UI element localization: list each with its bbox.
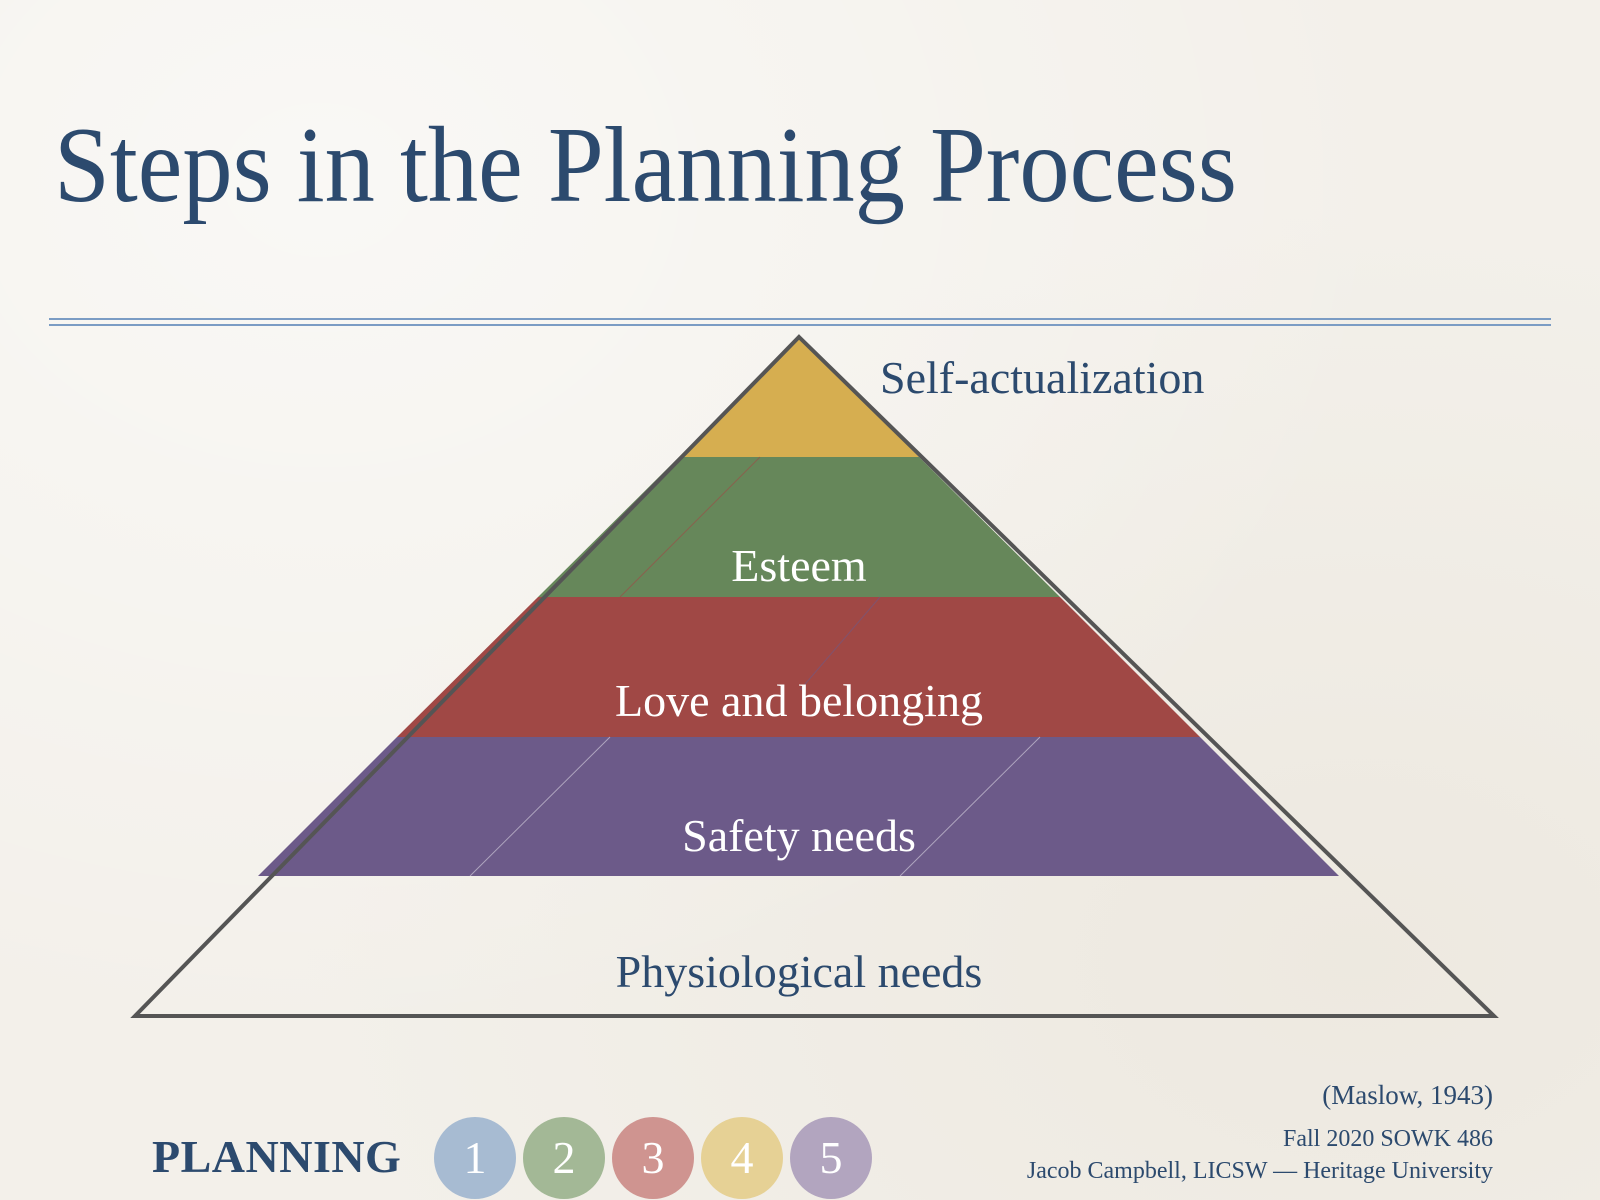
label-self-actualization: Self-actualization: [880, 352, 1205, 403]
step-5-circle[interactable]: 5: [790, 1117, 872, 1199]
step-1-circle[interactable]: 1: [434, 1117, 516, 1199]
label-esteem: Esteem: [731, 540, 867, 591]
pyramid-level-self-actualization: [679, 337, 919, 457]
pyramid-level-love: [397, 597, 1200, 737]
title-divider-top: [49, 318, 1551, 320]
step-2-circle[interactable]: 2: [523, 1117, 605, 1199]
pyramid-level-safety: [258, 737, 1339, 876]
title-divider-bottom: [49, 324, 1551, 326]
label-love-and-belonging: Love and belonging: [615, 675, 983, 726]
slide-title: Steps in the Planning Process: [54, 106, 1237, 225]
pyramid-level-esteem: [538, 457, 1060, 597]
label-physiological-needs: Physiological needs: [615, 946, 983, 997]
planning-section-label: PLANNING: [152, 1131, 402, 1182]
author-info: Jacob Campbell, LICSW — Heritage Univers…: [1026, 1158, 1493, 1184]
course-info: Fall 2020 SOWK 486: [1283, 1126, 1493, 1152]
label-safety-needs: Safety needs: [682, 810, 916, 861]
step-3-circle[interactable]: 3: [612, 1117, 694, 1199]
step-4-circle[interactable]: 4: [701, 1117, 783, 1199]
citation: (Maslow, 1943): [1322, 1080, 1493, 1110]
pyramid-outline: [130, 334, 1499, 1018]
